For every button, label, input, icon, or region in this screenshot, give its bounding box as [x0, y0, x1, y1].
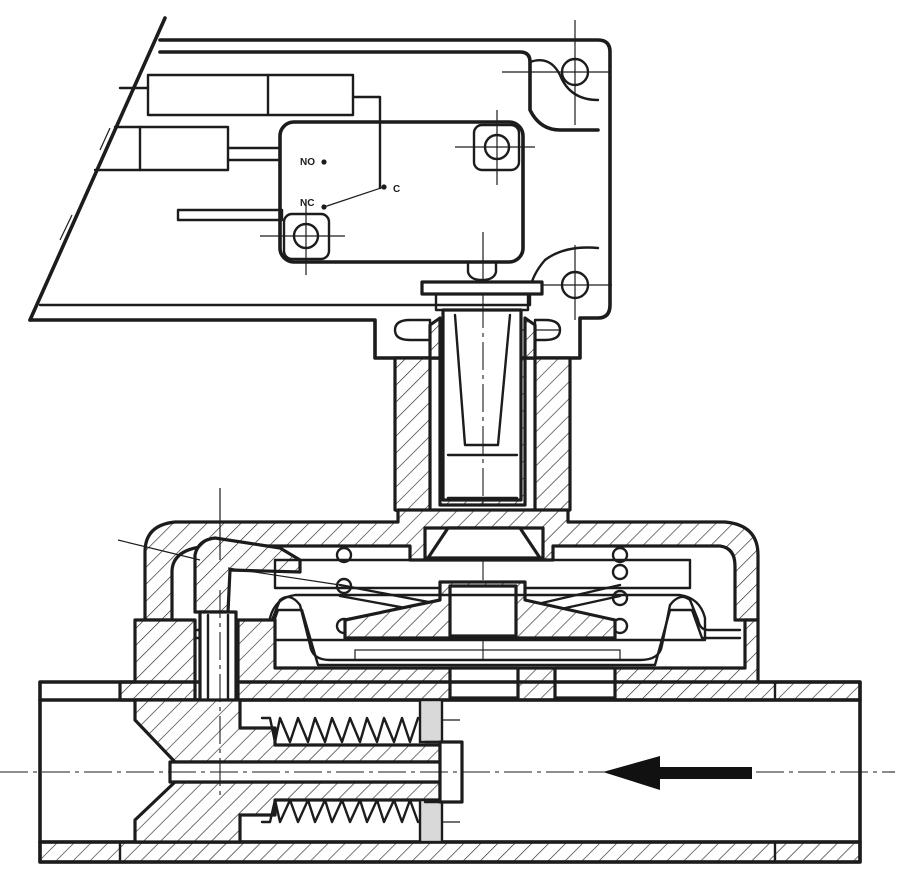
adjustment-lever: [117, 488, 341, 614]
switch-contacts: NO NC C: [300, 157, 400, 210]
spring-assembly: [156, 546, 742, 667]
micro-switch: [260, 110, 535, 300]
valve-body: [38, 618, 862, 864]
mounting-hole-top-right: [502, 20, 610, 125]
mounting-hole-bottom-right: [540, 245, 612, 320]
flow-paddle-assembly: [133, 698, 464, 844]
terminal-block-lower: [93, 125, 282, 172]
arrow-left-icon: [603, 756, 752, 790]
spring-upper-coils: [260, 716, 420, 744]
label-c: C: [393, 184, 400, 195]
spring-lower-coils: [260, 798, 420, 824]
nc-terminal-lead: [176, 208, 284, 222]
terminal-block-upper: [118, 73, 382, 190]
label-no: NO: [300, 157, 315, 168]
label-nc: NC: [300, 198, 314, 209]
stem-housing: [393, 280, 572, 660]
